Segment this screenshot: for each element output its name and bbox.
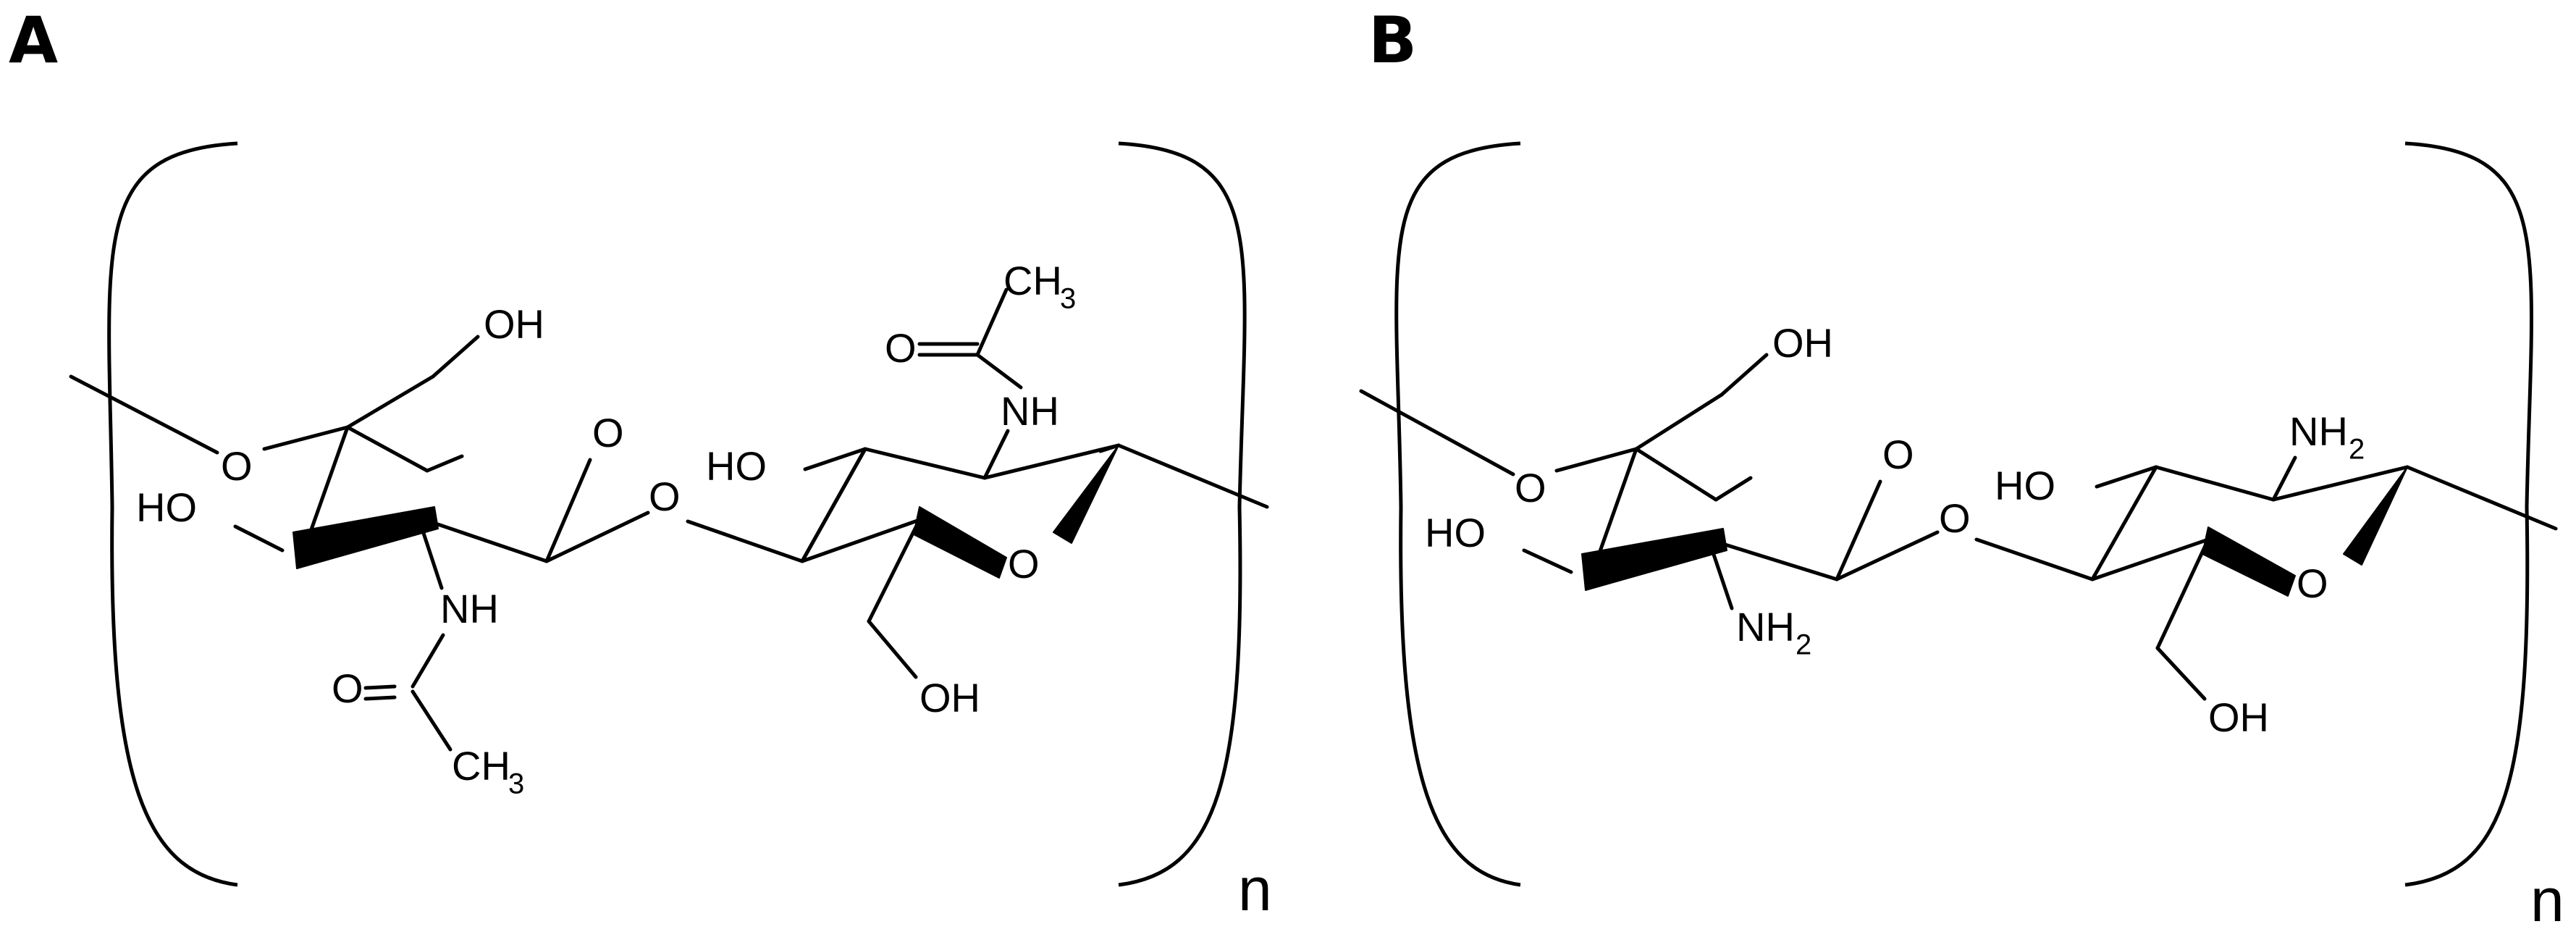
panel-a-ring1-nh: NH bbox=[440, 586, 499, 631]
panel-b-ring2-ch2oh: OH bbox=[2208, 694, 2269, 740]
panel-b-ring1-oxygen: O bbox=[1882, 432, 1914, 477]
panel-a-ring2-carbonyl-o: O bbox=[885, 325, 917, 371]
panel-b-bonds bbox=[1359, 353, 2558, 701]
panel-a-ring1-front-bond bbox=[292, 506, 439, 569]
panel-a-ring1-ch3: CH bbox=[452, 743, 510, 789]
panel-a-ring1-ch2oh: OH bbox=[484, 301, 544, 347]
panel-a-left-bracket bbox=[107, 141, 238, 887]
panel-a-wedges bbox=[292, 445, 1119, 579]
panel-a-ring2-nh: NH bbox=[1001, 388, 1059, 434]
panel-b-ring1-front-bond bbox=[1581, 528, 1727, 591]
panel-a-ring2-ch3: CH bbox=[1003, 258, 1062, 303]
panel-b-glycosidic-left-o: O bbox=[1515, 465, 1546, 511]
panel-a-ring2-front-bond bbox=[913, 506, 1007, 579]
panel-b-ring2-wedge bbox=[2343, 466, 2408, 566]
panel-b: B n bbox=[1359, 3, 2564, 934]
panel-a-ring2-ch2oh: OH bbox=[919, 675, 980, 721]
panel-b-ring1-nh2: NH bbox=[1736, 604, 1795, 650]
panel-b-wedges bbox=[1581, 466, 2408, 597]
panel-b-label: B bbox=[1368, 3, 1417, 77]
panel-a-ring1-carbonyl-o: O bbox=[332, 665, 363, 711]
panel-b-ring1-ch2oh: OH bbox=[1772, 320, 1833, 366]
panel-b-glycosidic-mid-o: O bbox=[1939, 495, 1971, 541]
panel-a-glycosidic-mid-o: O bbox=[649, 474, 681, 519]
panel-a-right-bracket bbox=[1118, 141, 1247, 887]
panel-b-ring2-nh2-sub: 2 bbox=[2349, 434, 2365, 466]
panel-b-right-bracket bbox=[2404, 141, 2533, 887]
panel-a-repeat-index: n bbox=[1238, 855, 1272, 923]
panel-a-ring1-oxygen: O bbox=[592, 410, 624, 455]
panel-a-ring1-ch3-sub: 3 bbox=[508, 768, 524, 800]
panel-b-ring1-nh2-sub: 2 bbox=[1796, 629, 1811, 661]
panel-a-ring2-oxygen: O bbox=[1008, 541, 1040, 587]
panel-a-glycosidic-left-o: O bbox=[221, 443, 253, 489]
panel-a-ring1-ho: HO bbox=[136, 484, 197, 530]
panel-b-ring2-oxygen: O bbox=[2297, 560, 2328, 606]
panel-a-ring2-ch3-sub: 3 bbox=[1060, 283, 1076, 315]
panel-a-bonds bbox=[69, 287, 1269, 752]
panel-b-ring1-ho: HO bbox=[1425, 510, 1486, 555]
panel-b-ring2-ho: HO bbox=[1995, 463, 2055, 508]
panel-b-ring2-nh2: NH bbox=[2289, 408, 2348, 454]
panel-a-ring2-ho: HO bbox=[706, 443, 767, 489]
panel-a: A n bbox=[9, 3, 1272, 923]
panel-a-label: A bbox=[9, 3, 58, 77]
panel-b-ring2-front-bond bbox=[2202, 526, 2296, 597]
panel-b-left-bracket bbox=[1394, 141, 1521, 887]
panel-b-repeat-index: n bbox=[2530, 866, 2564, 934]
panel-a-ring2-wedge bbox=[1053, 445, 1119, 544]
